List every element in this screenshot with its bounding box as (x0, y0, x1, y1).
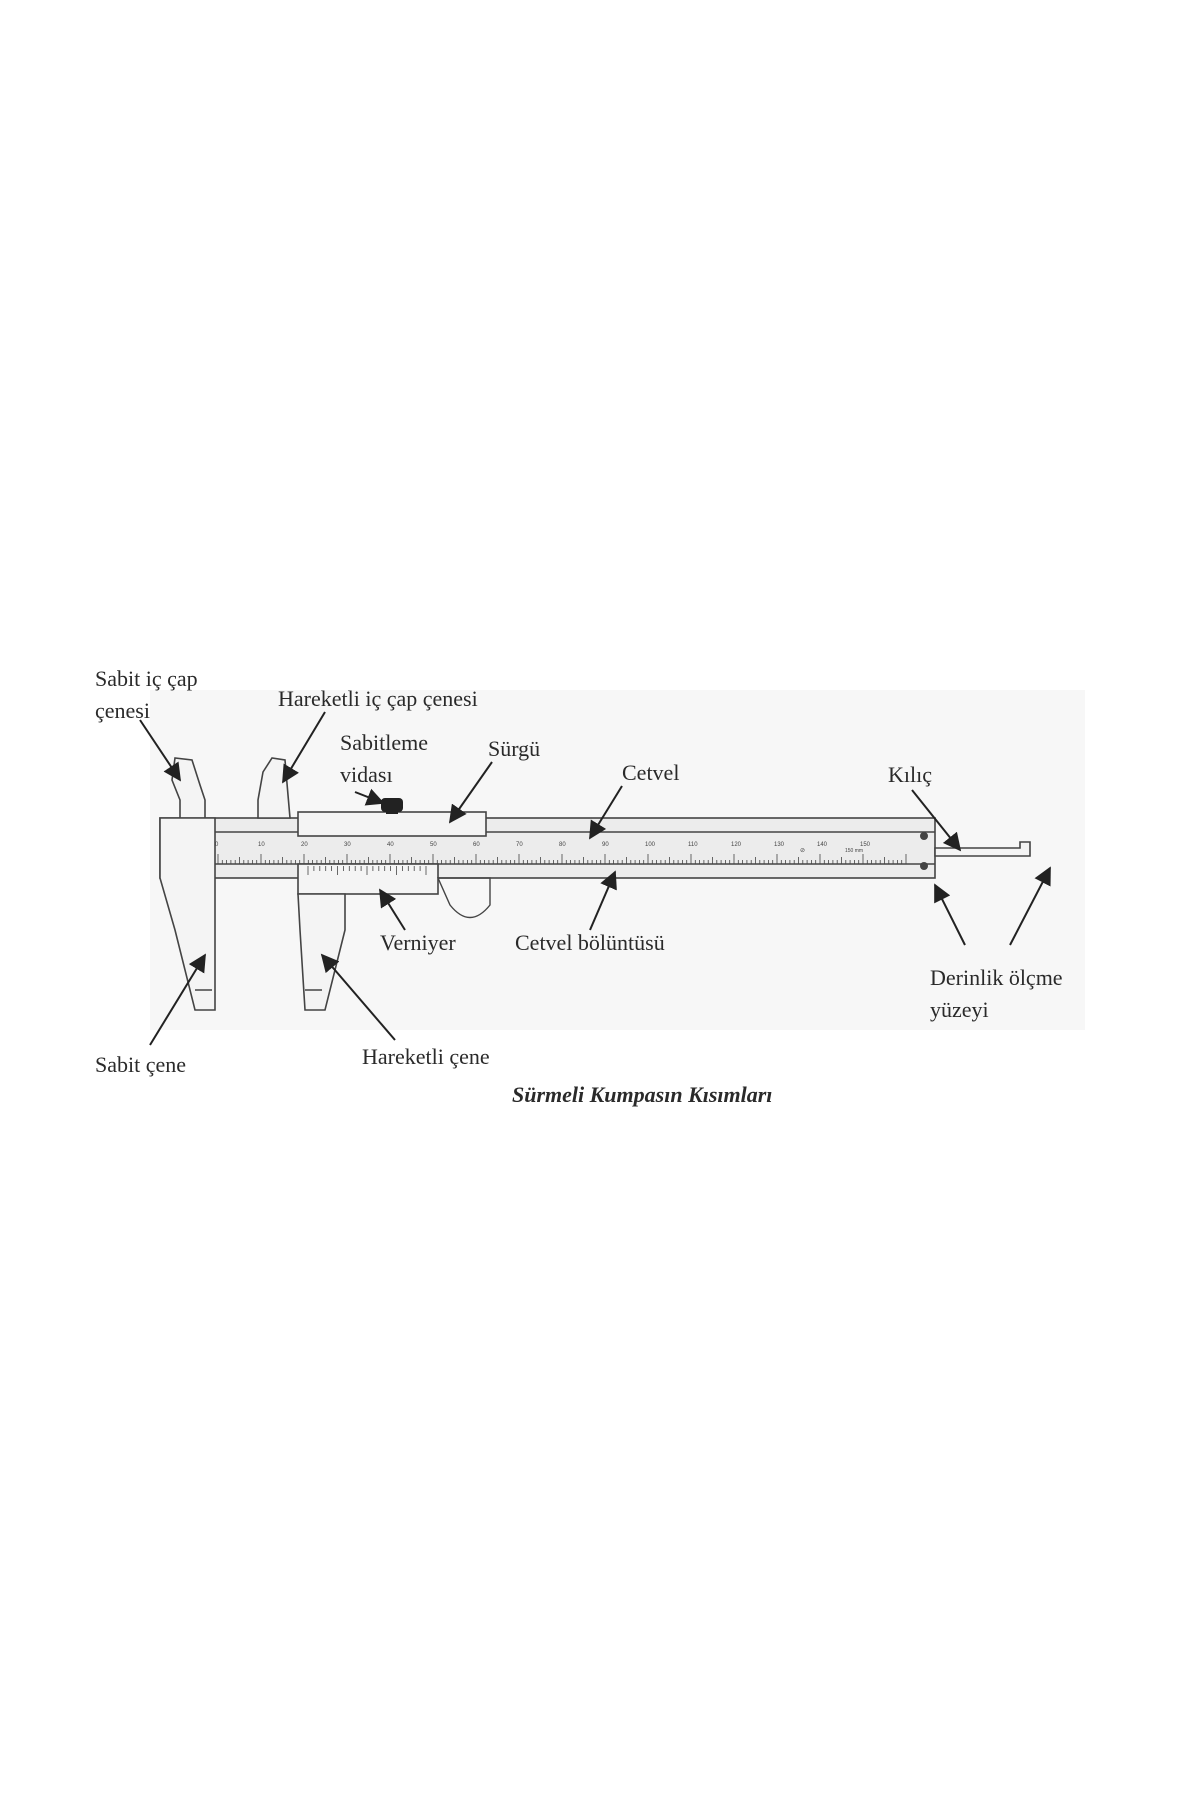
scale-number: 30 (344, 842, 351, 848)
scale-numbers: 0 10 20 30 40 50 60 70 80 90 100 110 120 130 140 150 (215, 842, 871, 848)
scale-number: 40 (387, 842, 394, 848)
figure-caption: Sürmeli Kumpasın Kısımları (512, 1082, 772, 1107)
label-hareketli-cene: Hareketli çene (362, 1044, 490, 1069)
movable-outside-jaw (297, 893, 346, 1011)
arrow-surgu (448, 761, 493, 824)
brand-mark: ⊘ (800, 848, 805, 854)
main-beam (159, 817, 936, 879)
scale-number: 110 (688, 842, 698, 848)
label-derinlik-olcme-yuzeyi-2: yüzeyi (930, 997, 989, 1022)
label-sabit-ic-cap-cenesi-1: Sabit iç çap (95, 666, 198, 691)
label-surgu: Sürgü (488, 736, 540, 761)
vernier-scale-ticks (307, 866, 427, 875)
label-verniyer: Verniyer (380, 930, 456, 955)
scale-number: 90 (602, 842, 609, 848)
arrow-cetvel-boluntusu (589, 870, 617, 931)
slider-top (297, 811, 487, 837)
scale-number: 80 (559, 842, 566, 848)
movable-inside-jaw (257, 757, 291, 819)
arrow-derinlik-2 (1009, 866, 1051, 946)
scale-unit: 150 mm (845, 848, 863, 854)
label-cetvel: Cetvel (622, 760, 679, 785)
arrow-verniyer (379, 888, 406, 931)
arrow-derinlik-1 (934, 883, 966, 946)
label-derinlik-olcme-yuzeyi-1: Derinlik ölçme (930, 965, 1063, 990)
label-hareketli-ic-cap-cenesi: Hareketli iç çap çenesi (278, 686, 478, 711)
scale-number: 100 (645, 842, 656, 848)
scale-number: 60 (473, 842, 480, 848)
arrow-sabit-ic-cap (139, 719, 181, 782)
leader-arrows (139, 711, 1051, 1046)
main-scale-ticks (217, 854, 907, 864)
scale-number: 140 (817, 842, 828, 848)
scale-number: 50 (430, 842, 437, 848)
vernier-plate (297, 863, 439, 895)
scale-number: 130 (774, 842, 785, 848)
scale-number: 10 (258, 842, 265, 848)
label-sabitleme-vidasi-1: Sabitleme (340, 730, 428, 755)
arrow-cetvel (589, 785, 623, 840)
arrow-sabit-cene (149, 953, 206, 1046)
label-sabitleme-vidasi-2: vidası (340, 762, 393, 787)
label-cetvel-boluntusu: Cetvel bölüntüsü (515, 930, 665, 955)
label-sabit-ic-cap-cenesi-2: çenesi (95, 698, 150, 723)
scale-number: 20 (301, 842, 308, 848)
label-kilic: Kılıç (888, 762, 932, 787)
scale-number: 70 (516, 842, 523, 848)
depth-rod (934, 841, 1031, 857)
arrow-kilic (911, 789, 962, 852)
scale-number: 150 (860, 842, 871, 848)
label-sabit-cene: Sabit çene (95, 1052, 186, 1077)
arrow-hareketli-cene (320, 953, 396, 1041)
arrow-sabitleme-vidasi (354, 788, 385, 806)
scale-number: 120 (731, 842, 742, 848)
scale-number: 0 (215, 842, 219, 848)
arrow-hareketli-ic-cap (282, 711, 326, 784)
